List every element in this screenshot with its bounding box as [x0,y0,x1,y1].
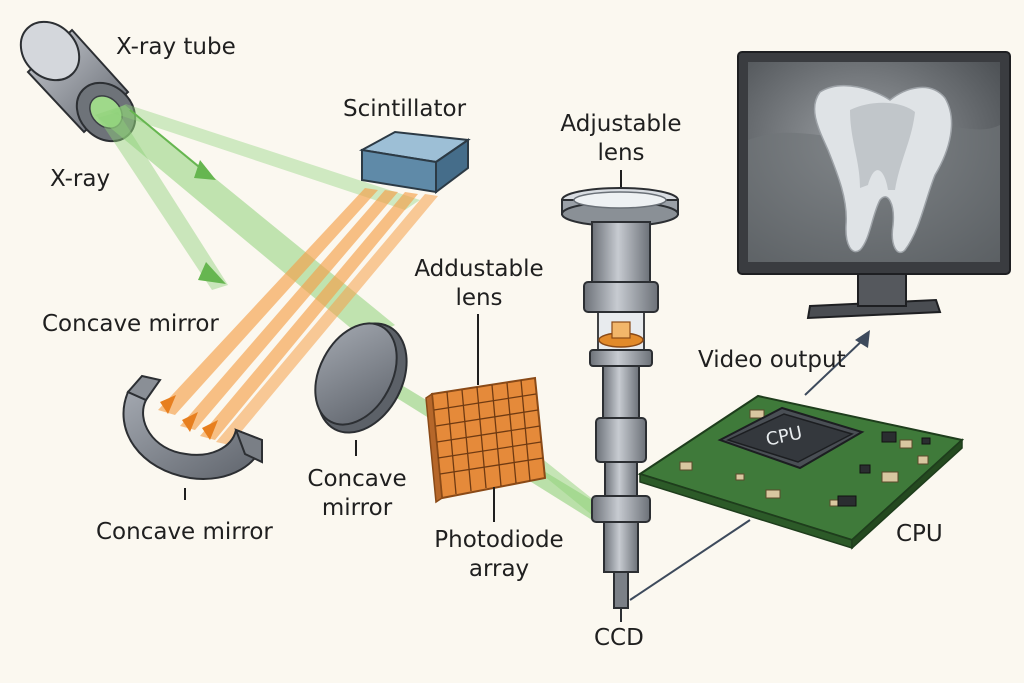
label-scintillator: Scintillator [343,96,467,122]
label-concave-mirror-left-top: Concave mirror [42,311,219,337]
label-adjustable-lens-top-line1: Adjustable [560,111,682,137]
concave-mirror-center [314,322,408,456]
label-photodiode-array: Photodiode array [424,526,574,584]
concave-mirror-left [122,374,264,500]
light-rays [158,188,438,445]
label-video-output: Video output [698,347,846,373]
label-xray: X-ray [50,166,111,192]
photodiode-array [425,314,547,522]
label-adjustable-lens-mid-line2: lens [455,284,503,311]
label-concave-mirror-center-line2: mirror [321,494,393,521]
label-ccd: CCD [594,625,644,651]
signal-lines [629,330,870,601]
label-cpu: CPU [896,521,943,547]
label-concave-mirror-center: Concave mirror [298,465,416,523]
label-photodiode-line2: array [468,555,530,582]
lens-column [561,170,679,622]
label-adjustable-lens-mid: Addustable lens [404,255,554,313]
label-concave-mirror-left-bottom: Concave mirror [96,519,273,545]
monitor [737,51,1011,320]
cpu-board [637,394,965,550]
scintillator [358,130,471,194]
label-adjustable-lens-mid-line1: Addustable [414,256,544,282]
label-concave-mirror-center-line1: Concave [307,466,407,492]
label-xray-tube: X-ray tube [116,34,236,60]
label-adjustable-lens-top: Adjustable lens [548,110,694,168]
label-photodiode-line1: Photodiode [434,527,564,553]
label-adjustable-lens-top-line2: lens [597,139,645,166]
